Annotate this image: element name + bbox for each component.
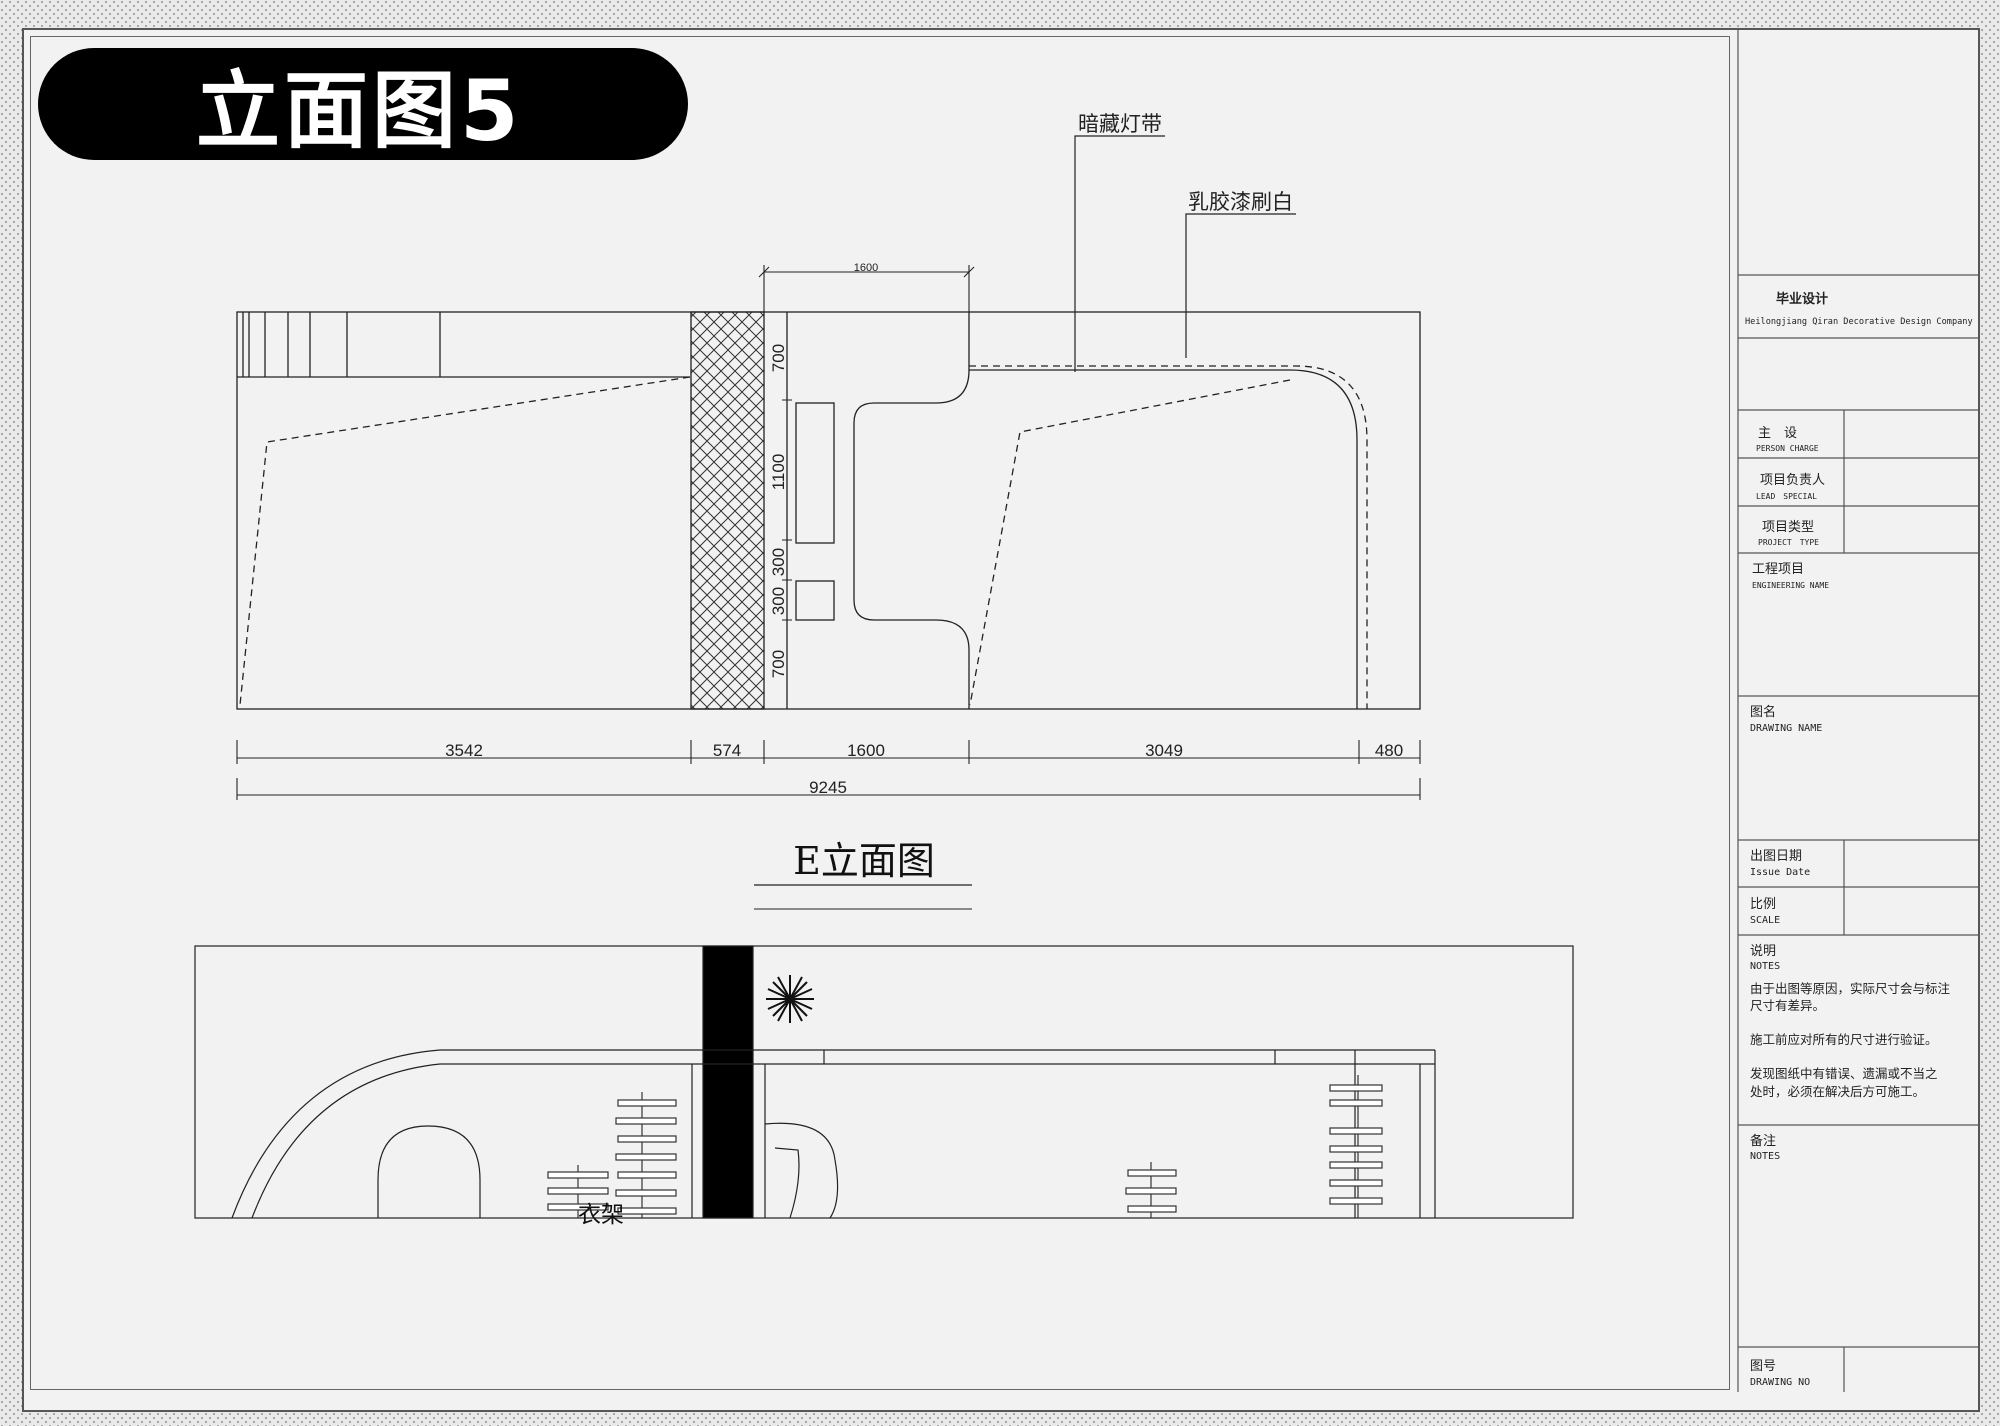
dim-bottom-5: 480 <box>1375 741 1403 760</box>
dashed-light-line-left <box>239 376 691 706</box>
dimension-bottom <box>236 740 1421 800</box>
elevation-e <box>236 311 1421 710</box>
tb-notes-en: NOTES <box>1750 961 1780 972</box>
dim-vertical-3: 300 <box>769 548 788 576</box>
hidden-light-strip-line <box>969 365 1368 709</box>
sheet-title-banner: 立面图5 <box>38 48 688 160</box>
outer-frame <box>22 28 1980 1412</box>
tb-note-1a: 由于出图等原因，实际尺寸会与标注 <box>1750 981 1951 996</box>
dim-total: 9245 <box>809 778 847 797</box>
arched-doorway <box>377 1125 481 1218</box>
tb-remarks-en: NOTES <box>1750 1151 1780 1162</box>
dim-bottom-2: 574 <box>713 741 741 760</box>
tb-scale-cn: 比例 <box>1750 897 1776 912</box>
wall-niche-large <box>795 402 835 544</box>
tb-company: Heilongjiang Qiran Decorative Design Com… <box>1745 317 1973 327</box>
tb-scale-en: SCALE <box>1750 915 1780 926</box>
dimension-top-label: 1600 <box>854 262 878 274</box>
tb-row-3-en: PROJECT TYPE <box>1758 538 1819 547</box>
plant-icon <box>766 975 814 1023</box>
elevation-bottom-outline <box>194 945 1574 1219</box>
tb-note-1b: 尺寸有差异。 <box>1750 998 1825 1013</box>
tb-drawing-name-en: DRAWING NAME <box>1750 723 1822 734</box>
tb-note-3b: 处时，必须在解决后方可施工。 <box>1750 1084 1925 1099</box>
annotation-leaders <box>1074 135 1296 372</box>
dimension-top <box>758 265 975 312</box>
tb-engineering-cn: 工程项目 <box>1752 562 1804 577</box>
hanger-label: 衣架 <box>578 1202 624 1228</box>
tb-row-2-en: LEAD SPECIAL <box>1756 492 1817 501</box>
tb-issue-date-en: Issue Date <box>1750 867 1810 878</box>
dimension-vertical <box>782 312 792 709</box>
annotation-latex-paint: 乳胶漆刷白 <box>1188 190 1293 214</box>
tb-project: 毕业设计 <box>1776 291 1828 307</box>
wall-niche-small <box>795 580 835 621</box>
tb-issue-date-cn: 出图日期 <box>1750 849 1802 864</box>
tb-engineering-en: ENGINEERING NAME <box>1752 581 1829 590</box>
tb-row-2-cn: 项目负责人 <box>1760 473 1825 488</box>
tb-drawing-name-cn: 图名 <box>1750 704 1776 720</box>
tb-row-1-en: PERSON CHARGE <box>1756 444 1819 453</box>
elevation-bottom <box>194 945 1574 1219</box>
tb-note-2: 施工前应对所有的尺寸进行验证。 <box>1750 1032 1938 1047</box>
elevation-outline <box>236 311 1421 710</box>
hatched-column <box>690 311 765 710</box>
sheet-title: 立面图5 <box>196 61 523 160</box>
dashed-light-line-right <box>969 379 1291 706</box>
inner-frame <box>30 36 1730 1390</box>
tb-row-3-cn: 项目类型 <box>1762 520 1814 535</box>
dim-vertical-4: 300 <box>769 587 788 615</box>
tb-drawing-no-cn: 图号 <box>1750 1359 1776 1374</box>
dim-vertical-2: 1100 <box>769 454 788 491</box>
chair-outline <box>764 1122 839 1219</box>
tb-row-1-cn: 主 设 <box>1758 426 1797 441</box>
tb-note-3a: 发现图纸中有错误、遗漏或不当之 <box>1750 1066 1938 1081</box>
tb-remarks-cn: 备注 <box>1750 1133 1776 1149</box>
dim-bottom-3: 1600 <box>847 741 885 760</box>
hanger-rack-icon-right <box>1125 1075 1383 1218</box>
arched-opening <box>853 312 970 709</box>
dim-bottom-4: 3049 <box>1145 741 1183 760</box>
dim-vertical-5: 700 <box>769 650 788 678</box>
title-block <box>1737 30 1980 1392</box>
hanger-rack-icon-left <box>547 1092 677 1218</box>
rounded-wall <box>969 369 1358 709</box>
large-arc <box>231 1049 441 1219</box>
dim-vertical-1: 700 <box>769 344 788 372</box>
tb-notes-cn: 说明 <box>1750 944 1776 959</box>
dim-bottom-1: 3542 <box>445 741 483 760</box>
black-column <box>702 945 754 1219</box>
elevation-name: E立面图 <box>793 839 935 883</box>
annotation-hidden-light-strip: 暗藏灯带 <box>1078 112 1162 136</box>
tb-drawing-no-en: DRAWING NO <box>1750 1377 1810 1388</box>
